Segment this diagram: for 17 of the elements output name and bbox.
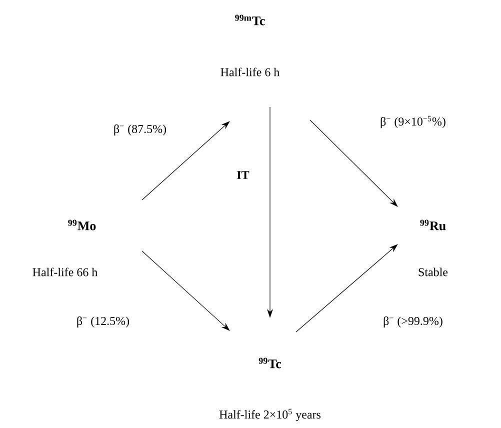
- decay-label: β$^{−}$ (87.5%): [114, 124, 166, 136]
- half-life-label: Half-life 2×10$^{5}$ years: [219, 408, 321, 422]
- arrow: [142, 121, 230, 200]
- nuclide-label: $^{99}$Ru: [420, 220, 446, 230]
- decay-label: β$^{−}$ (9×10$^{−5}$%): [380, 116, 446, 128]
- nuclide-label: $^{99}$Tc: [258, 358, 282, 368]
- decay-label: IT: [237, 171, 250, 179]
- nuclide-label: $^{99m}$Tc: [235, 14, 265, 26]
- half-life-label: Half-life 6 h: [220, 68, 280, 76]
- arrow: [310, 120, 398, 207]
- half-life-label: Stable: [418, 268, 448, 276]
- nuclide-label: $^{99}$Mo: [68, 220, 96, 230]
- arrow: [296, 244, 398, 332]
- half-life-label: Half-life 66 h: [32, 268, 98, 276]
- arrow: [142, 250, 230, 331]
- decay-label: β$^{−}$ (>99.9%): [384, 316, 442, 328]
- decay-label: β$^{−}$ (12.5%): [77, 316, 130, 328]
